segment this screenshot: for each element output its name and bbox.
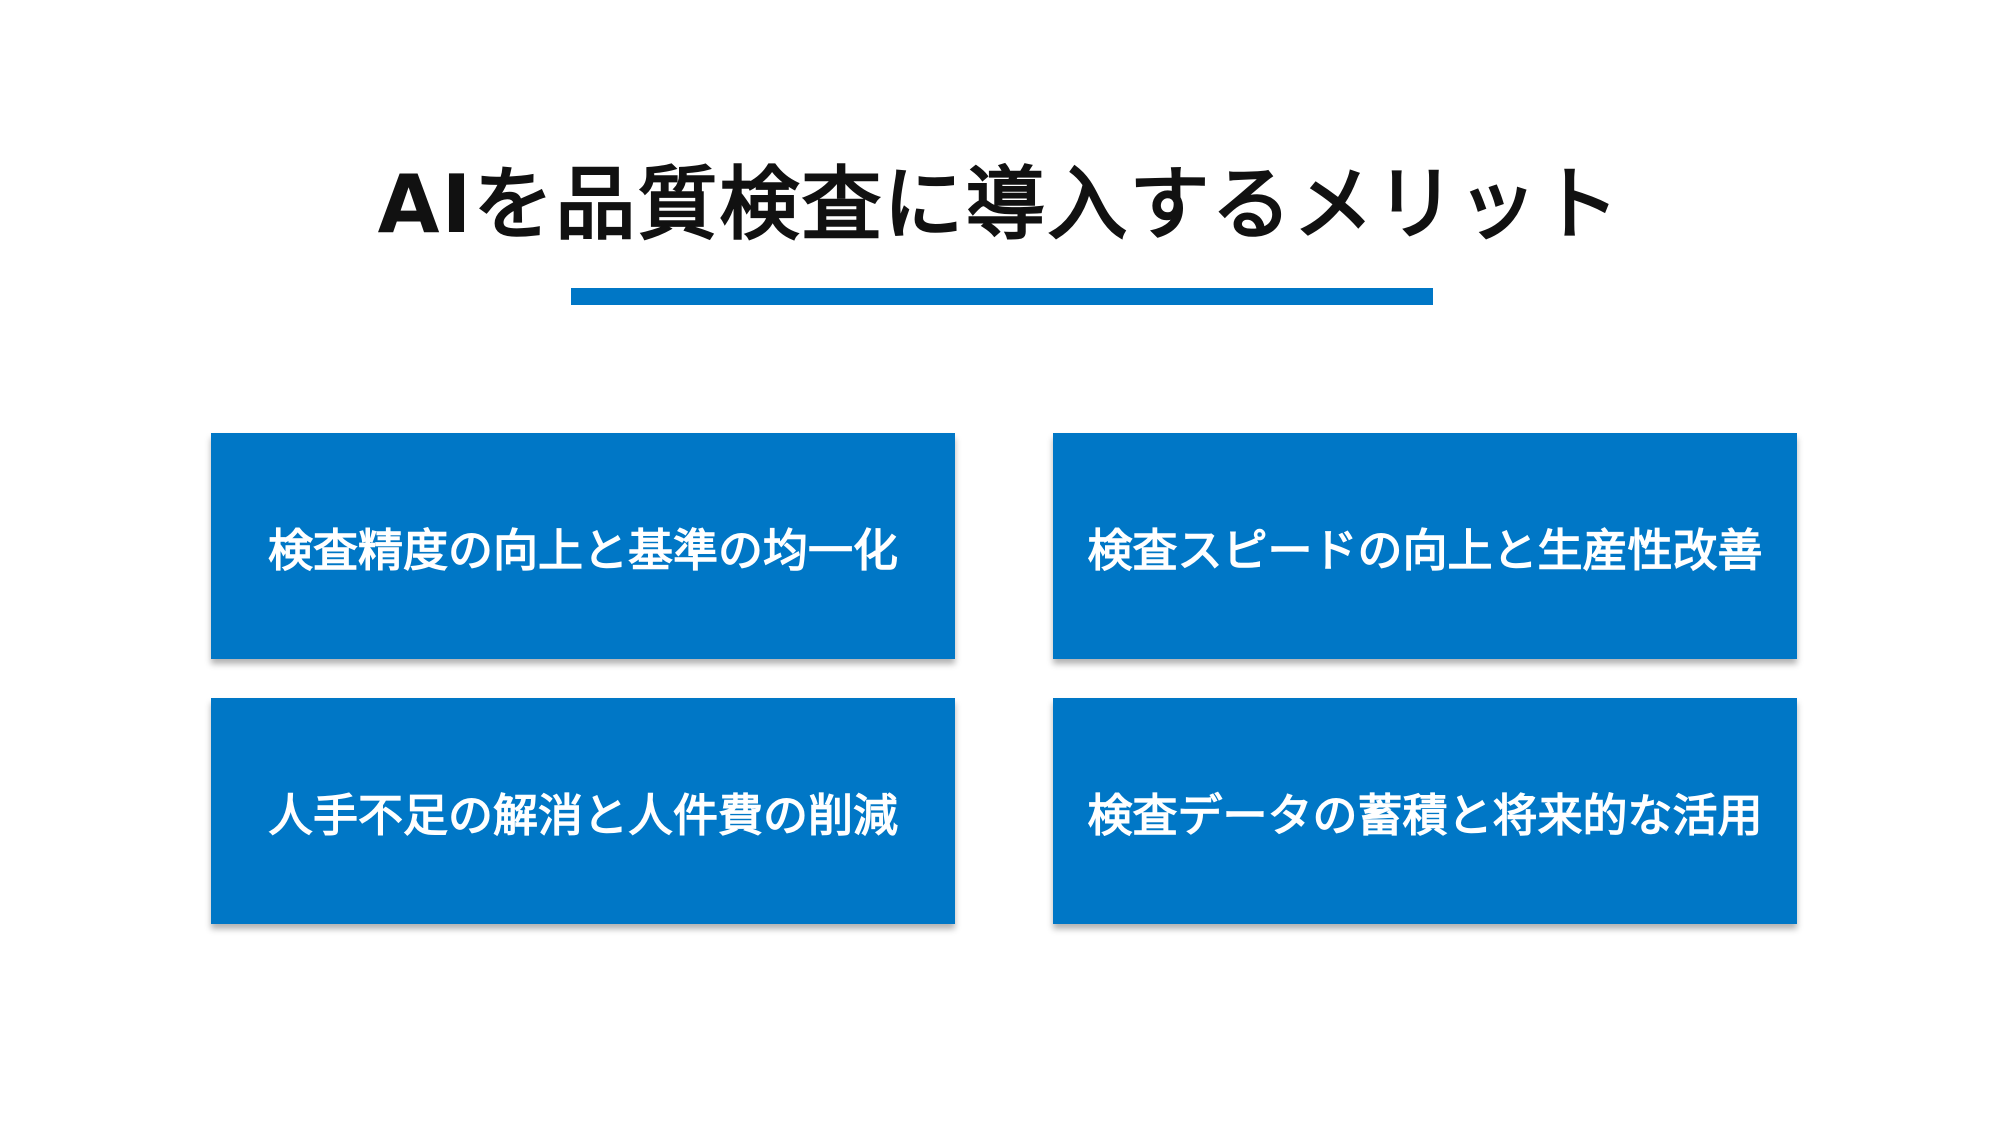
benefit-card-label: 検査精度の向上と基準の均一化 xyxy=(267,523,898,577)
page-title: AIを品質検査に導入するメリット xyxy=(377,158,1622,251)
benefit-card-labor: 人手不足の解消と人件費の削減 xyxy=(211,698,955,924)
benefit-card-accuracy: 検査精度の向上と基準の均一化 xyxy=(211,433,955,659)
benefit-card-label: 検査スピードの向上と生産性改善 xyxy=(1087,523,1763,577)
benefit-card-data: 検査データの蓄積と将来的な活用 xyxy=(1053,698,1797,924)
benefit-card-label: 人手不足の解消と人件費の削減 xyxy=(267,788,898,842)
benefit-card-label: 検査データの蓄積と将来的な活用 xyxy=(1087,788,1763,842)
title-underline xyxy=(571,288,1433,305)
benefit-card-speed: 検査スピードの向上と生産性改善 xyxy=(1053,433,1797,659)
